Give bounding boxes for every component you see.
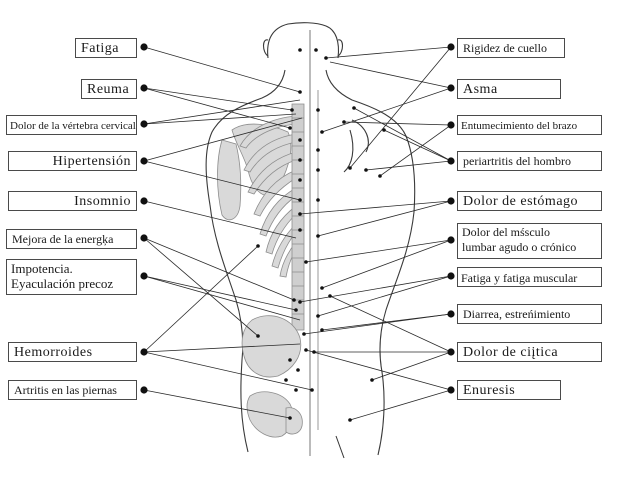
vertebra-segments xyxy=(292,117,304,315)
label-connector-dots xyxy=(140,43,455,394)
acupoints xyxy=(256,48,386,422)
label-impotencia: Impotencia. Eyaculación precoz xyxy=(6,259,137,295)
leg-divider xyxy=(335,435,345,459)
leader-lines xyxy=(143,46,452,421)
label-dolor-vertebra-cervical: Dolor de la vértebra cervical xyxy=(6,115,137,135)
label-fatiga-muscular: Fatiga y fatiga muscular xyxy=(457,267,602,287)
label-entumecimiento-brazo: Entumecimiento del brazo xyxy=(457,115,602,135)
label-periartritis-hombro: periartritis del hombro xyxy=(457,151,602,171)
label-hipertension: Hipertensión xyxy=(8,151,137,171)
label-insomnio: Insomnio xyxy=(8,191,137,211)
label-dolor-musculo-lumbar: Dolor del mśsculo lumbar agudo o crónico xyxy=(457,223,602,259)
label-artritis-piernas: Artritis en las piernas xyxy=(8,380,137,400)
label-asma: Asma xyxy=(457,79,561,99)
label-diarrea-estrenimiento: Diarrea, estreńimiento xyxy=(457,304,602,324)
skeleton xyxy=(217,103,305,438)
label-mejora-energia: Mejora de la energķa xyxy=(6,229,137,249)
label-dolor-ciatica: Dolor de ciįtica xyxy=(457,342,602,362)
label-reuma: Reuma xyxy=(81,79,137,99)
label-enuresis: Enuresis xyxy=(457,380,561,400)
label-hemorroides: Hemorroides xyxy=(8,342,137,362)
label-dolor-estomago: Dolor de estómago xyxy=(457,191,602,211)
label-rigidez-cuello: Rigidez de cuello xyxy=(457,38,565,58)
label-fatiga: Fatiga xyxy=(75,38,137,58)
